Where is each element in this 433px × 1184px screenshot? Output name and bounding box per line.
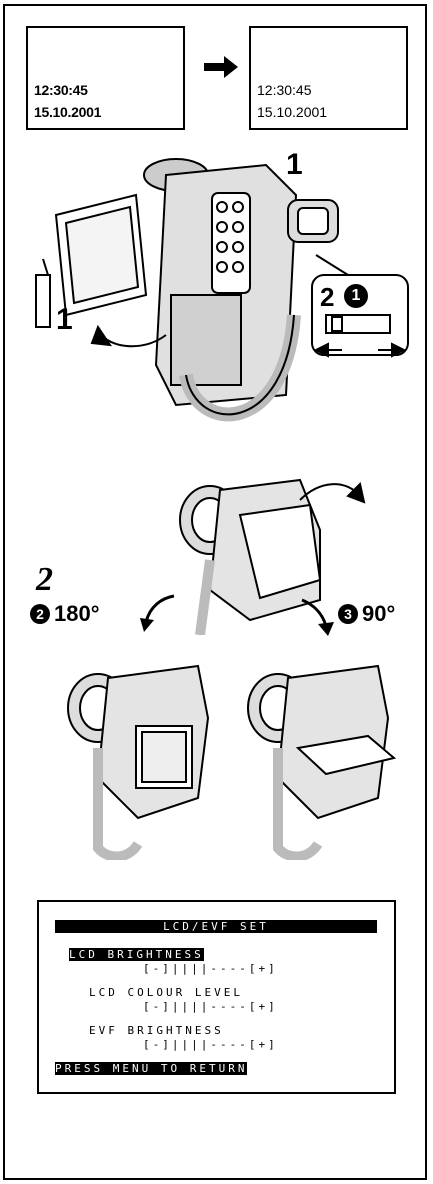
time-display-after: 12:30:45 15.10.2001 xyxy=(249,26,408,130)
menu-title-bar xyxy=(55,920,377,933)
camcorder-rotate-illustration xyxy=(179,478,366,635)
menu-title: LCD/EVF SET xyxy=(163,920,269,933)
date-before: 15.10.2001 xyxy=(34,104,102,120)
camcorder-90-illustration xyxy=(247,664,397,860)
menu-item-evf-brightness-scale: [-]||||----[+] xyxy=(143,1038,278,1051)
date-after: 15.10.2001 xyxy=(257,104,328,120)
lcd-evf-menu-screen: LCD/EVF SET LCD BRIGHTNESS [-]||||----[+… xyxy=(37,900,396,1094)
camcorder-180-illustration xyxy=(67,664,210,860)
menu-item-lcd-colour-level-scale: [-]||||----[+] xyxy=(143,1000,278,1013)
curved-arrow-right-icon xyxy=(301,598,334,636)
step-2-callout-circle-label: 1 xyxy=(344,284,368,308)
page-frame xyxy=(3,4,427,1180)
arrow-right-icon xyxy=(204,56,238,78)
step-2-callout-number: 2 xyxy=(320,282,335,312)
step-2-label: 2 xyxy=(36,561,53,598)
curved-arrow-left-icon xyxy=(140,594,175,632)
step-1-label-top: 1 xyxy=(286,148,303,181)
menu-footer: PRESS MENU TO RETURN xyxy=(55,1062,248,1075)
time-display-before: 12:30:45 15.10.2001 xyxy=(26,26,185,130)
step-1-label-left: 1 xyxy=(56,303,73,336)
menu-item-evf-brightness: EVF BRIGHTNESS xyxy=(89,1024,224,1037)
menu-item-lcd-colour-level: LCD COLOUR LEVEL xyxy=(89,986,243,999)
time-after: 12:30:45 xyxy=(257,82,312,98)
time-before: 12:30:45 xyxy=(34,82,88,98)
menu-item-lcd-brightness-scale: [-]||||----[+] xyxy=(143,962,278,975)
camcorder-open-lcd-illustration xyxy=(35,158,409,422)
menu-item-lcd-brightness: LCD BRIGHTNESS xyxy=(69,948,204,961)
